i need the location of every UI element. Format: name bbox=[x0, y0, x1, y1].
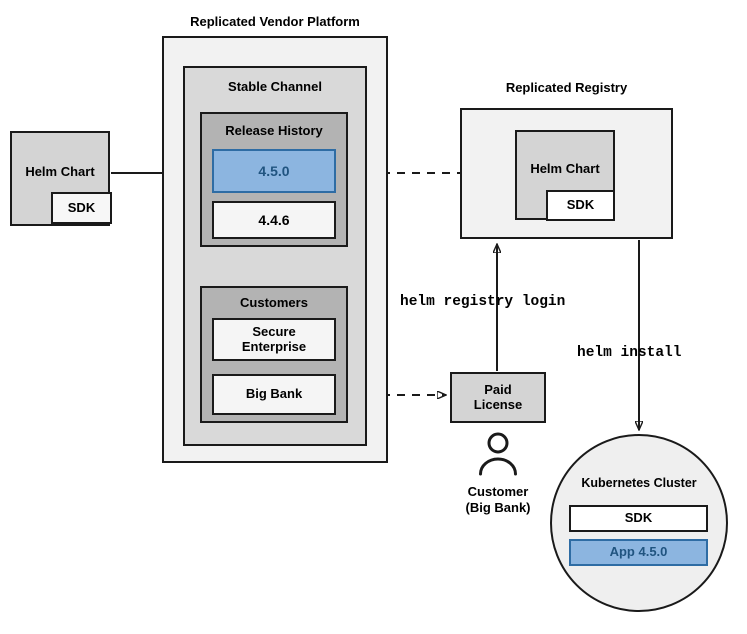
cluster-sdk: SDK bbox=[569, 505, 708, 532]
customer-caption-line1: Customer bbox=[467, 484, 529, 499]
customer-caption: Customer (Big Bank) bbox=[425, 484, 571, 517]
cluster-app-label: App 4.5.0 bbox=[609, 544, 668, 560]
cluster-app: App 4.5.0 bbox=[569, 539, 708, 566]
page-title-registry: Replicated Registry bbox=[505, 80, 628, 95]
source-sdk: SDK bbox=[51, 192, 112, 224]
customers-label: Customers bbox=[240, 295, 308, 310]
registry-sdk-label: SDK bbox=[566, 197, 595, 213]
customer-name-line2: Enterprise bbox=[241, 338, 307, 354]
paid-license-line2: License bbox=[473, 396, 523, 412]
command-helm-install: helm install bbox=[577, 345, 682, 361]
customer-secure-enterprise[interactable]: Secure Enterprise bbox=[212, 318, 336, 361]
command-helm-registry-login: helm registry login bbox=[400, 294, 566, 310]
stable-channel-label: Stable Channel bbox=[228, 79, 322, 94]
customer-caption-line2: (Big Bank) bbox=[465, 500, 531, 516]
release-version-4-5-0[interactable]: 4.5.0 bbox=[212, 149, 336, 193]
source-helm-chart-label: Helm Chart bbox=[25, 164, 95, 179]
source-sdk-label: SDK bbox=[67, 199, 96, 215]
registry-helm-chart-label: Helm Chart bbox=[530, 161, 600, 176]
release-version-label: 4.4.6 bbox=[258, 211, 290, 228]
release-version-label: 4.5.0 bbox=[258, 162, 290, 179]
page-title-vendor-platform: Replicated Vendor Platform bbox=[190, 14, 360, 29]
release-history-label: Release History bbox=[225, 123, 323, 138]
cluster-sdk-label: SDK bbox=[624, 510, 653, 526]
registry-sdk: SDK bbox=[546, 190, 615, 221]
customer-big-bank[interactable]: Big Bank bbox=[212, 374, 336, 415]
release-version-4-4-6[interactable]: 4.4.6 bbox=[212, 201, 336, 239]
kubernetes-cluster-label: Kubernetes Cluster bbox=[581, 476, 697, 490]
person-icon bbox=[479, 432, 517, 476]
paid-license-line1: Paid bbox=[484, 381, 512, 397]
customer-name-label: Big Bank bbox=[245, 386, 303, 402]
customer-name-line1: Secure bbox=[252, 323, 296, 339]
paid-license-node: Paid License bbox=[450, 372, 546, 423]
